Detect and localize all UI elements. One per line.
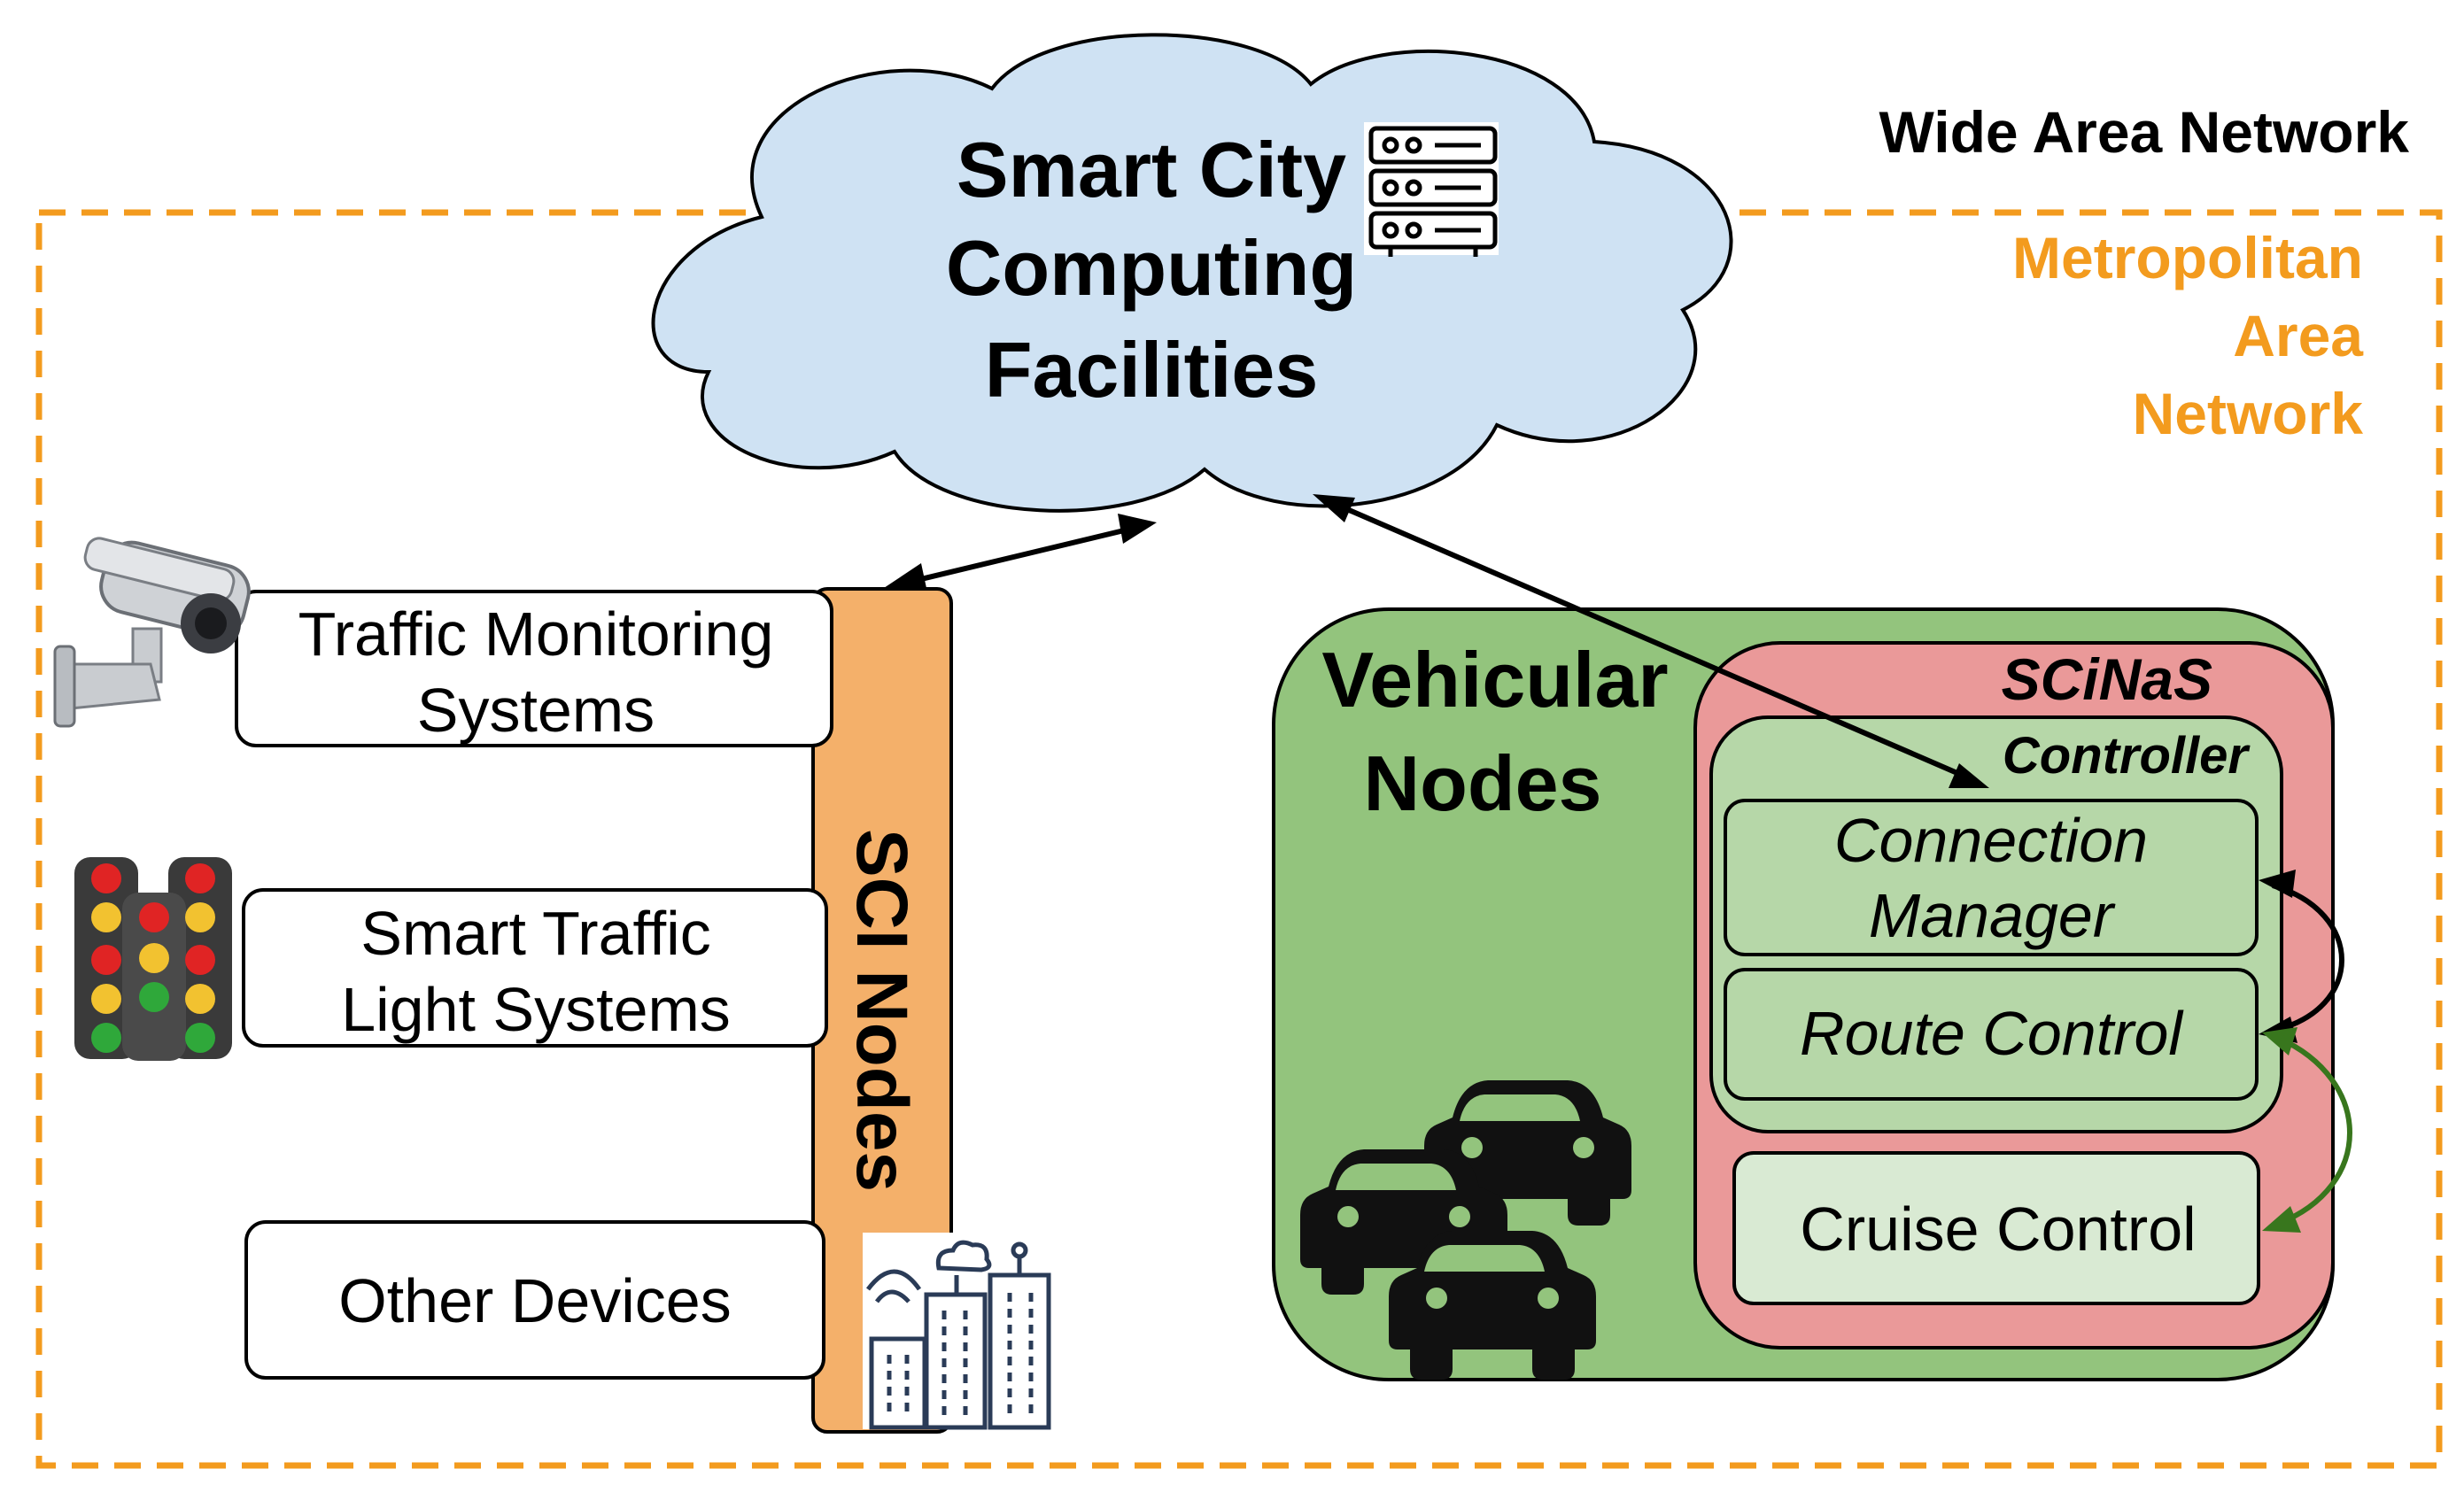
- connection-manager-line2: Manager: [1869, 881, 2116, 950]
- smart-city-buildings-icon: [863, 1233, 1059, 1430]
- cruise-control-label: Cruise Control: [1800, 1195, 2196, 1264]
- route-control-box: [1724, 968, 2259, 1101]
- scinas-label: SCiNaS: [2002, 646, 2212, 712]
- arrow-cloud-controller: [1313, 494, 1989, 788]
- arrow-sci-cloud: [884, 514, 1157, 588]
- traffic-monitoring-line1: Traffic Monitoring: [298, 599, 774, 669]
- traffic-light-icon: [74, 857, 232, 1061]
- man-label: Metropolitan Area Network: [2012, 225, 2364, 446]
- smart-traffic-light-line1: Smart Traffic: [360, 899, 710, 968]
- smart-traffic-light-box: [242, 888, 828, 1048]
- smart-traffic-light-line2: Light Systems: [341, 975, 731, 1044]
- vehicular-nodes-line1: Vehicular: [1321, 636, 1668, 723]
- other-devices-label: Other Devices: [338, 1266, 731, 1335]
- cloud-title-line3: Facilities: [985, 326, 1319, 414]
- controller-label: Controller: [2003, 727, 2251, 785]
- sci-nodes-label: SCI Nodes: [841, 829, 922, 1192]
- cruise-control-box: [1732, 1151, 2260, 1305]
- man-label-line2: Area: [2233, 303, 2364, 368]
- arrow-route-cruise: [2262, 1027, 2352, 1233]
- connection-manager-box: [1724, 799, 2259, 956]
- cloud-title-line1: Smart City: [957, 126, 1346, 213]
- cloud-title-line2: Computing: [946, 224, 1357, 312]
- traffic-monitoring-box: [235, 590, 833, 747]
- other-devices-box: [244, 1220, 825, 1380]
- security-camera-icon: [53, 537, 251, 728]
- vehicular-nodes-line2: Nodes: [1364, 739, 1602, 827]
- man-label-line3: Network: [2133, 381, 2364, 446]
- cars-icon: [1300, 1080, 1631, 1380]
- traffic-monitoring-line2: Systems: [417, 676, 655, 745]
- route-control-label: Route Control: [1800, 999, 2184, 1068]
- man-label-line1: Metropolitan: [2012, 225, 2363, 290]
- wan-label: Wide Area Network: [1879, 99, 2410, 165]
- server-rack-icon: [1364, 122, 1499, 257]
- connection-manager-line1: Connection: [1834, 806, 2148, 875]
